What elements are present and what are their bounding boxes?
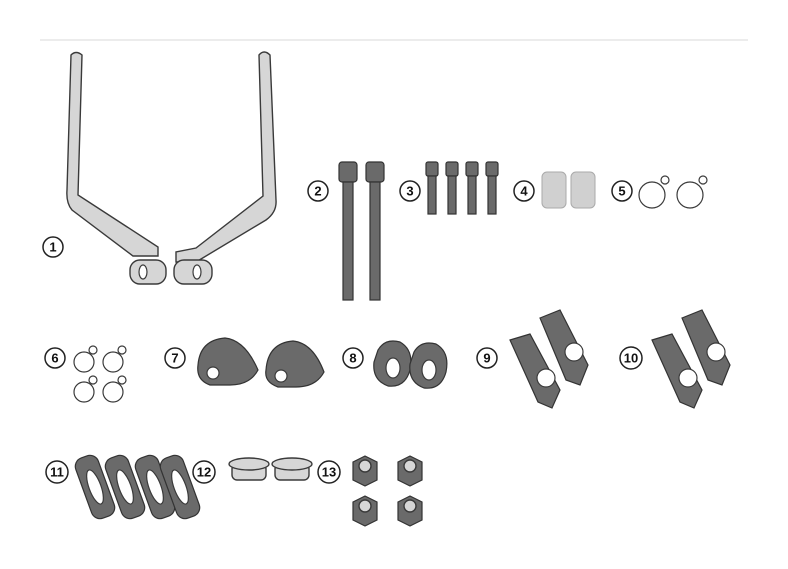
svg-text:1: 1 (49, 240, 56, 255)
svg-text:2: 2 (314, 184, 321, 199)
part-10-plates (651, 309, 731, 409)
svg-text:8: 8 (349, 351, 356, 366)
part-6-caps (73, 345, 127, 403)
part-8-rubber-rings (373, 340, 448, 389)
svg-text:4: 4 (520, 184, 528, 199)
svg-text:3: 3 (406, 184, 413, 199)
svg-text:12: 12 (197, 465, 211, 480)
part-7-clamps (197, 337, 325, 388)
label-11: 11 (45, 460, 69, 484)
part-4-spacers (541, 171, 596, 209)
label-8: 8 (342, 347, 364, 369)
part-11-gaskets (74, 454, 201, 520)
svg-text:10: 10 (624, 351, 638, 366)
svg-text:5: 5 (618, 184, 625, 199)
label-13: 13 (317, 460, 341, 484)
part-1-brackets (66, 51, 277, 285)
label-9: 9 (476, 347, 498, 369)
svg-text:11: 11 (50, 465, 64, 480)
label-10: 10 (619, 346, 643, 370)
part-2-long-bolts (338, 161, 385, 301)
part-13-nuts (352, 455, 423, 527)
label-12: 12 (192, 460, 216, 484)
part-12-grommets (228, 457, 313, 481)
label-4: 4 (513, 180, 535, 202)
label-3: 3 (399, 180, 421, 202)
label-5: 5 (611, 180, 633, 202)
svg-text:13: 13 (322, 465, 336, 480)
svg-text:9: 9 (483, 351, 490, 366)
svg-text:6: 6 (51, 351, 58, 366)
svg-text:7: 7 (171, 351, 178, 366)
part-5-caps (638, 175, 708, 209)
label-7: 7 (164, 347, 186, 369)
label-2: 2 (307, 180, 329, 202)
label-6: 6 (44, 347, 66, 369)
label-1: 1 (42, 236, 64, 258)
part-9-plates (509, 309, 589, 409)
part-3-short-bolts (425, 161, 499, 215)
